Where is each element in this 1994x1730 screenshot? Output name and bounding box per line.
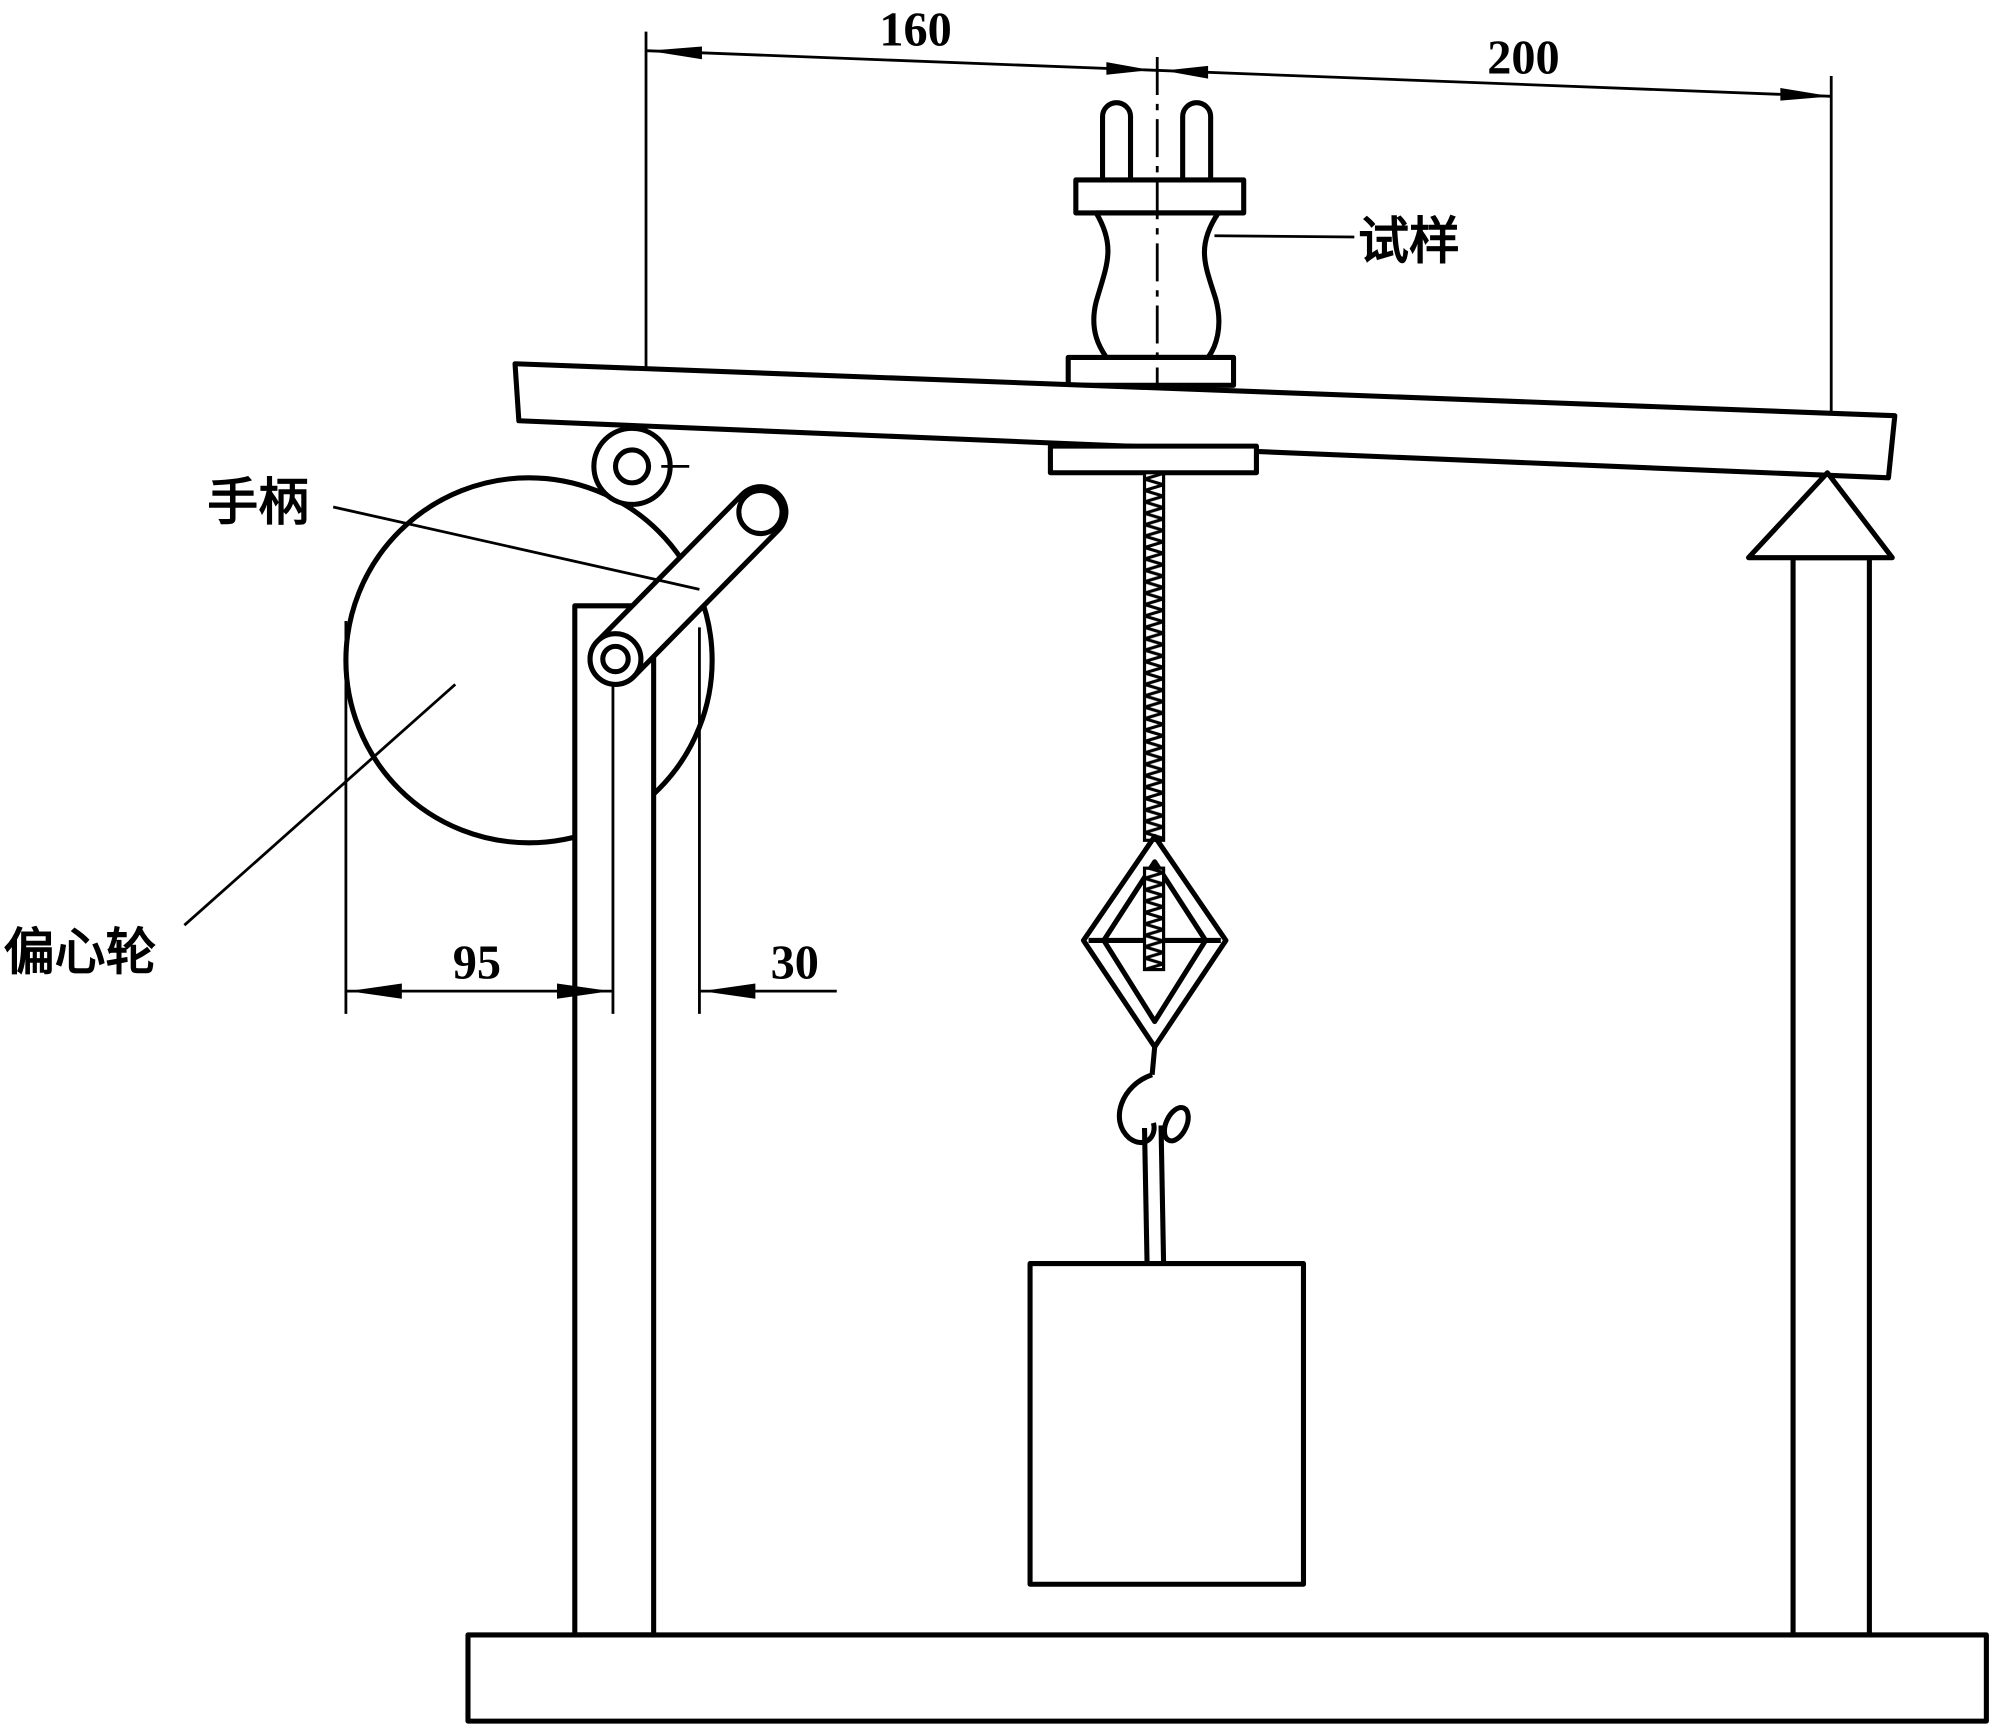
specimen-leader-line: [1214, 234, 1355, 239]
right-span-arrow-left: [1163, 65, 1209, 79]
plug-pin-right: [1180, 100, 1214, 182]
beam-roller: [591, 425, 690, 507]
dimension-95-arrow-right: [556, 983, 611, 999]
plug-top-flange: [1073, 177, 1247, 216]
dimension-handle-offset: 30: [771, 937, 819, 990]
dimension-left-span: 160: [879, 4, 951, 57]
twisted-rope: [1142, 471, 1166, 842]
shackle-stem: [1149, 1046, 1158, 1075]
plug-pin-left: [1100, 100, 1134, 182]
fulcrum-triangle: [1746, 470, 1895, 561]
s-hook: [1116, 1072, 1157, 1146]
handle-pivot-inner: [600, 643, 631, 675]
dimension-95-arrow-left: [348, 983, 402, 999]
handle-leader-line: [332, 505, 700, 591]
wheel-leader-line: [183, 683, 457, 927]
specimen-plug: [1065, 57, 1247, 388]
handle-grip-end: [736, 487, 785, 537]
hanging-assembly: [1080, 471, 1229, 1264]
left-span-arrow-right: [1106, 62, 1151, 75]
shackle-rope-segment: [1142, 866, 1166, 972]
dimension-right-span: 200: [1487, 32, 1559, 85]
base-plate: [465, 1632, 1989, 1724]
hook-eye: [1161, 1105, 1191, 1144]
left-span-arrow-left: [648, 46, 702, 60]
weight-rod-left: [1141, 1127, 1150, 1264]
lower-dimensions: 95 30: [344, 621, 837, 1014]
roller-inner: [612, 447, 652, 486]
right-post: [1790, 555, 1872, 1638]
eccentric-wheel: [343, 475, 715, 846]
label-eccentric-wheel: 偏心轮: [4, 923, 157, 982]
beam-clamp-plate: [1047, 443, 1259, 476]
top-dimension-line: [645, 49, 1832, 98]
plug-base-flange: [1065, 354, 1237, 388]
right-span-arrow-right: [1780, 87, 1832, 101]
weight-rod-right: [1158, 1125, 1167, 1264]
top-dimension: 160 200: [644, 4, 1833, 488]
roller-outer: [591, 425, 673, 507]
dimension-30-arrow: [701, 983, 756, 999]
weight-block: [1027, 1261, 1307, 1587]
shackle-inner: [1101, 859, 1209, 1025]
handle-pivot: [587, 631, 644, 687]
lever-beam: [512, 361, 1898, 481]
label-specimen: 试样: [1358, 212, 1460, 271]
label-handle: 手柄: [207, 473, 309, 532]
dimension-wheel-offset: 95: [453, 937, 501, 990]
